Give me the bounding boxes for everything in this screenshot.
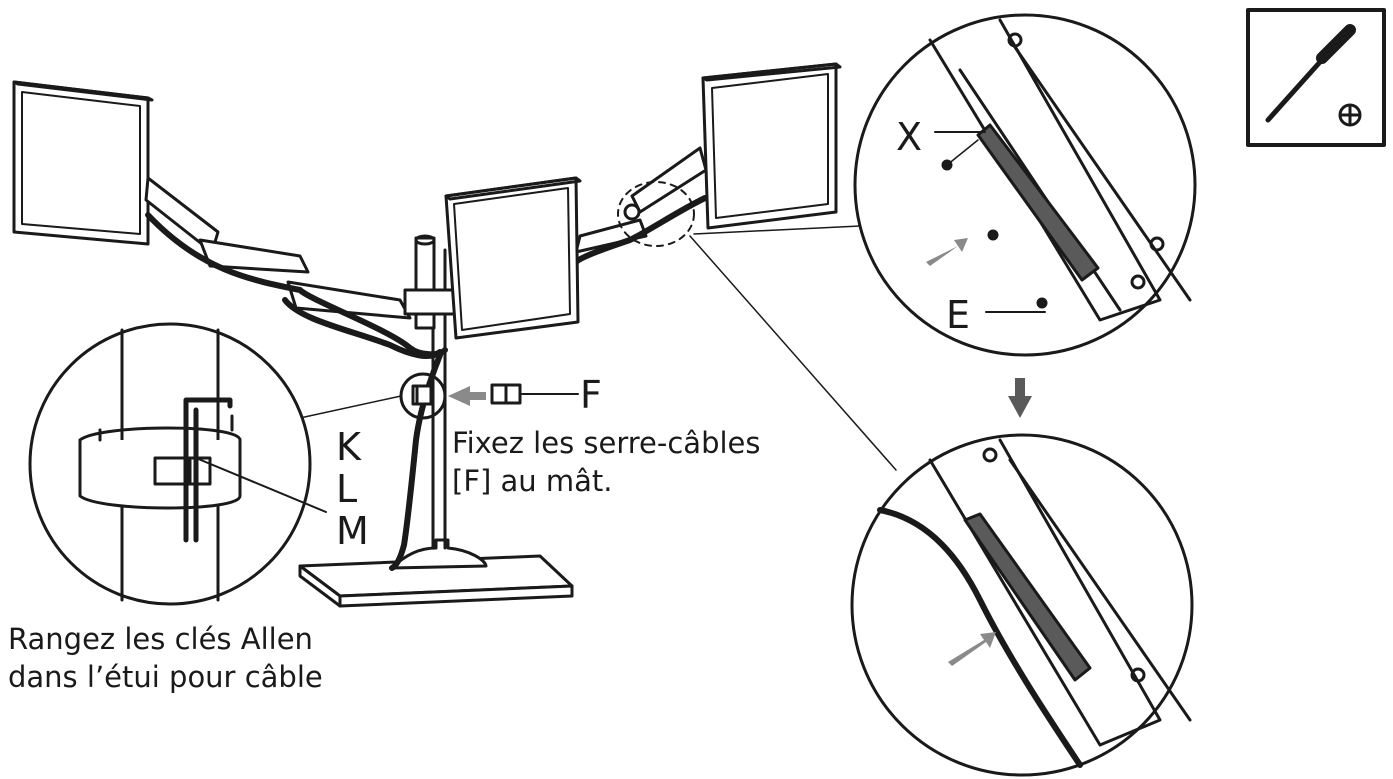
down-arrow bbox=[1008, 378, 1032, 418]
cable-clip-part-f bbox=[490, 383, 579, 405]
pointer-arrows bbox=[448, 238, 996, 666]
left-monitor bbox=[12, 80, 154, 246]
label-m: M bbox=[336, 509, 369, 553]
desk-base-plate bbox=[298, 554, 574, 608]
cable-ties-caption-line1: Fixez les serre-câbles bbox=[452, 426, 761, 460]
right-monitor bbox=[701, 62, 842, 230]
klm-pointer-line bbox=[195, 457, 327, 513]
allen-keys-caption-line1: Rangez les clés Allen bbox=[8, 622, 313, 656]
left-arm bbox=[144, 176, 448, 359]
label-e: E bbox=[946, 293, 971, 337]
label-l: L bbox=[336, 467, 358, 511]
detail-circle-allen-keys bbox=[28, 322, 312, 606]
zoom-marker bbox=[617, 181, 695, 247]
center-monitor bbox=[444, 176, 582, 340]
pole-foot bbox=[390, 538, 488, 570]
phillips-screwdriver-icon bbox=[1246, 8, 1386, 147]
label-f: F bbox=[580, 373, 602, 417]
label-x: X bbox=[896, 115, 923, 159]
leader-line-right-2 bbox=[693, 225, 861, 235]
zoom-circle-after bbox=[850, 433, 1194, 777]
right-arm bbox=[573, 146, 708, 265]
cable-ties-caption-line2: [F] au mât. bbox=[452, 464, 613, 498]
cable-ties-caption: Fixez les serre-câbles [F] au mât. bbox=[452, 424, 761, 500]
leader-line-left bbox=[299, 395, 402, 419]
zoom-circle-before bbox=[853, 13, 1197, 357]
allen-keys-caption: Rangez les clés Allen dans l’étui pour c… bbox=[8, 620, 323, 696]
allen-keys-caption-line2: dans l’étui pour câble bbox=[8, 660, 323, 694]
label-k: K bbox=[336, 425, 361, 469]
leader-line-right-1 bbox=[689, 235, 897, 471]
